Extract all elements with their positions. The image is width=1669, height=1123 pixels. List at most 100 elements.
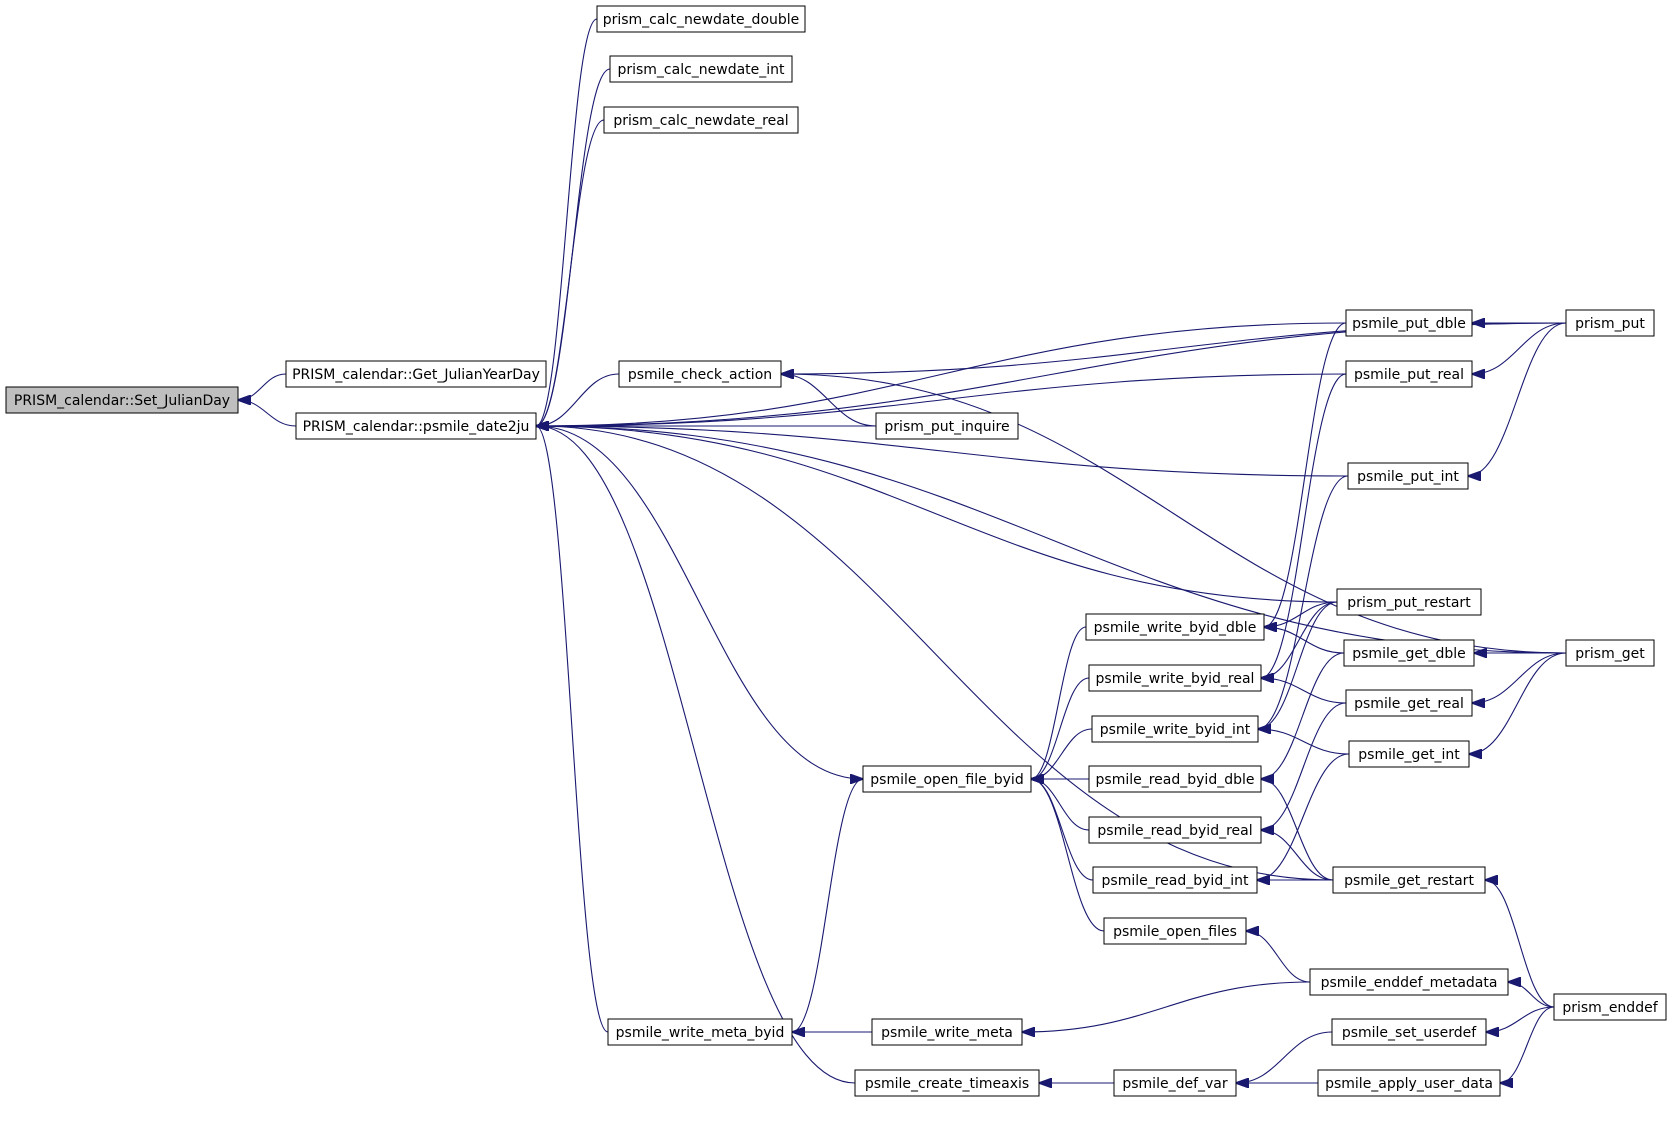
node-psmile-set-userdef[interactable]: psmile_set_userdef: [1331, 1018, 1487, 1046]
node-box: [1088, 765, 1262, 793]
node-box: [1336, 588, 1482, 616]
node-label: psmile_set_userdef: [1342, 1025, 1477, 1041]
edge-prism-put-restart-to-psmile-date2ju: [536, 426, 1338, 603]
edge-prism-put-to-psmile-put-real: [1472, 322, 1567, 374]
node-psmile-put-real[interactable]: psmile_put_real: [1345, 360, 1473, 388]
node-prism-calc-newdate-real[interactable]: prism_calc_newdate_real: [603, 106, 799, 134]
node-prism-put-inquire[interactable]: prism_put_inquire: [875, 412, 1019, 440]
edge-psmile-get-dble-to-psmile-write-byid-dble: [1264, 627, 1345, 654]
edge-psmile-put-dble-to-psmile-date2ju: [536, 322, 1347, 426]
node-psmile-write-byid-real[interactable]: psmile_write_byid_real: [1088, 664, 1262, 692]
node-label: PRISM_calendar::Set_JulianDay: [14, 393, 230, 409]
edge-psmile-enddef-metadata-to-psmile-write-meta: [1022, 981, 1311, 1032]
node-box: [1348, 740, 1470, 768]
node-box: [1088, 816, 1262, 844]
edge-layer: [238, 18, 1567, 1083]
edge-psmile-get-real-to-psmile-read-byid-real: [1261, 702, 1347, 830]
node-box: [871, 1018, 1023, 1046]
node-box: [875, 412, 1019, 440]
node-psmile-date2ju[interactable]: PRISM_calendar::psmile_date2ju: [295, 412, 537, 440]
node-label: prism_get: [1575, 646, 1645, 662]
node-prism-put[interactable]: prism_put: [1565, 309, 1655, 337]
edge-prism-calc-newdate-real-to-psmile-date2ju: [536, 119, 605, 426]
edge-prism-put-to-psmile-put-int: [1468, 322, 1567, 476]
node-box: [285, 360, 547, 388]
node-prism-get[interactable]: prism_get: [1565, 639, 1655, 667]
node-box: [5, 386, 239, 414]
node-psmile-read-byid-int[interactable]: psmile_read_byid_int: [1092, 866, 1258, 894]
node-box: [1332, 866, 1486, 894]
node-box: [1553, 993, 1667, 1021]
node-set-julianday[interactable]: PRISM_calendar::Set_JulianDay: [5, 386, 239, 414]
node-label: psmile_read_byid_real: [1097, 823, 1252, 839]
node-prism-calc-newdate-double[interactable]: prism_calc_newdate_double: [596, 5, 806, 33]
node-box: [1103, 917, 1247, 945]
edge-psmile-get-restart-to-psmile-read-byid-real: [1261, 830, 1334, 881]
node-psmile-get-dble[interactable]: psmile_get_dble: [1343, 639, 1475, 667]
node-box: [1091, 715, 1259, 743]
edge-psmile-write-meta-byid-to-psmile-date2ju: [536, 426, 609, 1033]
node-get-julianyearday[interactable]: PRISM_calendar::Get_JulianYearDay: [285, 360, 547, 388]
node-label: prism_put: [1575, 316, 1645, 332]
node-psmile-def-var[interactable]: psmile_def_var: [1113, 1069, 1237, 1097]
node-label: prism_put_inquire: [884, 419, 1009, 435]
edge-psmile-open-files-to-psmile-open-file-byid: [1031, 779, 1105, 932]
node-psmile-put-int[interactable]: psmile_put_int: [1347, 462, 1469, 490]
edge-psmile-get-restart-to-psmile-read-byid-dble: [1261, 779, 1334, 881]
node-label: psmile_open_file_byid: [870, 772, 1023, 788]
node-psmile-create-timeaxis[interactable]: psmile_create_timeaxis: [854, 1069, 1040, 1097]
node-psmile-write-meta-byid[interactable]: psmile_write_meta_byid: [607, 1018, 793, 1046]
node-box: [596, 5, 806, 33]
edge-psmile-open-file-byid-to-psmile-date2ju: [536, 426, 864, 780]
node-label: prism_put_restart: [1347, 595, 1471, 611]
node-box: [607, 1018, 793, 1046]
node-psmile-write-byid-int[interactable]: psmile_write_byid_int: [1091, 715, 1259, 743]
node-box: [1309, 968, 1509, 996]
edge-psmile-get-real-to-psmile-write-byid-real: [1261, 678, 1347, 704]
node-psmile-open-files[interactable]: psmile_open_files: [1103, 917, 1247, 945]
node-label: psmile_get_restart: [1344, 873, 1474, 889]
node-label: psmile_check_action: [628, 367, 772, 383]
node-label: psmile_put_int: [1357, 469, 1459, 485]
node-label: psmile_open_files: [1113, 924, 1237, 940]
node-box: [1317, 1069, 1501, 1097]
edge-psmile-write-meta-byid-to-psmile-open-file-byid: [791, 779, 863, 1033]
edge-prism-get-to-psmile-get-int: [1469, 652, 1567, 754]
node-box: [1565, 309, 1655, 337]
node-prism-put-restart[interactable]: prism_put_restart: [1336, 588, 1482, 616]
node-psmile-write-byid-dble[interactable]: psmile_write_byid_dble: [1085, 613, 1265, 641]
edge-psmile-put-int-to-psmile-date2ju: [536, 426, 1349, 477]
node-label: psmile_get_real: [1354, 696, 1464, 712]
node-psmile-get-real[interactable]: psmile_get_real: [1345, 689, 1473, 717]
node-label: psmile_write_byid_dble: [1094, 620, 1257, 636]
node-psmile-get-int[interactable]: psmile_get_int: [1348, 740, 1470, 768]
node-psmile-open-file-byid[interactable]: psmile_open_file_byid: [862, 765, 1032, 793]
node-prism-enddef[interactable]: prism_enddef: [1553, 993, 1667, 1021]
node-psmile-read-byid-real[interactable]: psmile_read_byid_real: [1088, 816, 1262, 844]
node-psmile-check-action[interactable]: psmile_check_action: [618, 360, 782, 388]
edge-psmile-enddef-metadata-to-psmile-open-files: [1246, 931, 1311, 983]
edge-prism-put-inquire-to-psmile-check-action: [781, 374, 877, 427]
node-psmile-apply-user-data[interactable]: psmile_apply_user_data: [1317, 1069, 1501, 1097]
edge-psmile-put-int-to-psmile-write-byid-int: [1258, 475, 1349, 729]
edge-prism-put-restart-to-psmile-write-byid-real: [1261, 601, 1338, 678]
node-label: psmile_def_var: [1122, 1076, 1228, 1092]
edge-prism-get-to-psmile-date2ju: [536, 426, 1567, 654]
node-psmile-enddef-metadata[interactable]: psmile_enddef_metadata: [1309, 968, 1509, 996]
edge-psmile-put-real-to-psmile-date2ju: [536, 373, 1347, 426]
node-prism-calc-newdate-int[interactable]: prism_calc_newdate_int: [609, 55, 793, 83]
node-psmile-get-restart[interactable]: psmile_get_restart: [1332, 866, 1486, 894]
edge-prism-enddef-to-psmile-set-userdef: [1486, 1006, 1555, 1032]
node-label: psmile_put_dble: [1352, 316, 1466, 332]
edge-psmile-get-dble-to-psmile-read-byid-dble: [1261, 652, 1345, 779]
node-psmile-put-dble[interactable]: psmile_put_dble: [1345, 309, 1473, 337]
node-psmile-write-meta[interactable]: psmile_write_meta: [871, 1018, 1023, 1046]
node-label: psmile_write_meta_byid: [616, 1025, 785, 1041]
node-box: [1565, 639, 1655, 667]
node-psmile-read-byid-dble[interactable]: psmile_read_byid_dble: [1088, 765, 1262, 793]
node-label: prism_enddef: [1562, 1000, 1658, 1016]
edge-psmile-get-restart-to-psmile-date2ju: [536, 426, 1334, 881]
node-box: [1345, 360, 1473, 388]
node-box: [1347, 462, 1469, 490]
